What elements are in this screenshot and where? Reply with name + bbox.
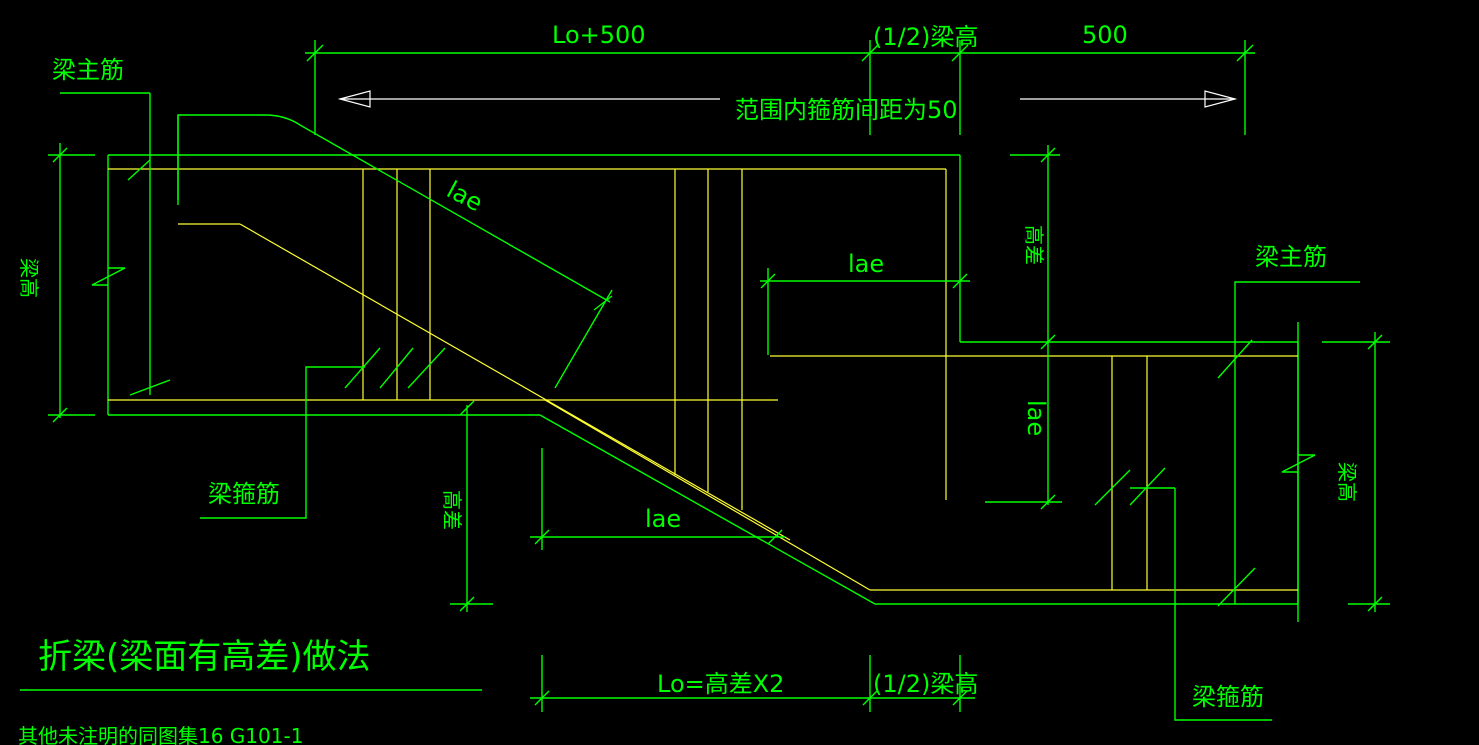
right-beam-height-dim bbox=[1217, 281, 1390, 612]
beam-stirrup-right-label: 梁箍筋 bbox=[1192, 683, 1264, 711]
lae-vertical-right-label: lae bbox=[1022, 400, 1050, 436]
right-vertical-dims bbox=[985, 145, 1062, 510]
height-diff-lower-label: 高差 bbox=[440, 490, 464, 530]
bottom-dimension bbox=[530, 655, 975, 712]
range-arrows bbox=[337, 90, 1238, 108]
footnote: 其他未注明的同图集16 G101-1 bbox=[18, 724, 303, 745]
lae-upper-right-label: lae bbox=[848, 250, 884, 278]
lower-height-diff-dim bbox=[450, 400, 493, 612]
right-stirrup-leader bbox=[1094, 467, 1272, 721]
beam-main-bar-right-label: 梁主筋 bbox=[1255, 243, 1327, 271]
main-bar-curves bbox=[177, 114, 613, 389]
lo-eq-label: Lo=高差X2 bbox=[657, 670, 784, 698]
half-beam-height-bottom-label: (1/2)梁高 bbox=[873, 670, 978, 698]
beam-height-left-label: 梁高 bbox=[17, 258, 41, 298]
rebar-lines bbox=[108, 168, 1298, 591]
left-beam-height-dim bbox=[48, 92, 171, 423]
height-diff-upper-label: 高差 bbox=[1022, 225, 1046, 265]
top-dimension-lines bbox=[305, 40, 1255, 135]
lae-bottom-label: lae bbox=[645, 505, 681, 533]
bottom-lae-dim bbox=[530, 448, 785, 550]
beam-stirrup-left-label: 梁箍筋 bbox=[208, 480, 280, 508]
dim-500-label: 500 bbox=[1082, 21, 1128, 49]
upper-beam-outline bbox=[107, 154, 1299, 622]
beam-main-bar-left-label: 梁主筋 bbox=[52, 56, 124, 84]
drawing-title: 折梁(梁面有高差)做法 bbox=[38, 637, 371, 677]
left-stirrup-leader bbox=[200, 347, 446, 519]
beam-height-right-label: 梁高 bbox=[1335, 462, 1359, 502]
lae-diagonal-label: lae bbox=[442, 176, 487, 218]
lo-plus-500-label: Lo+500 bbox=[552, 21, 646, 49]
stirrup-spacing-note: 范围内箍筋间距为50 bbox=[735, 96, 958, 124]
half-beam-height-top-label: (1/2)梁高 bbox=[873, 23, 978, 51]
upper-right-lae-dim bbox=[760, 268, 970, 355]
